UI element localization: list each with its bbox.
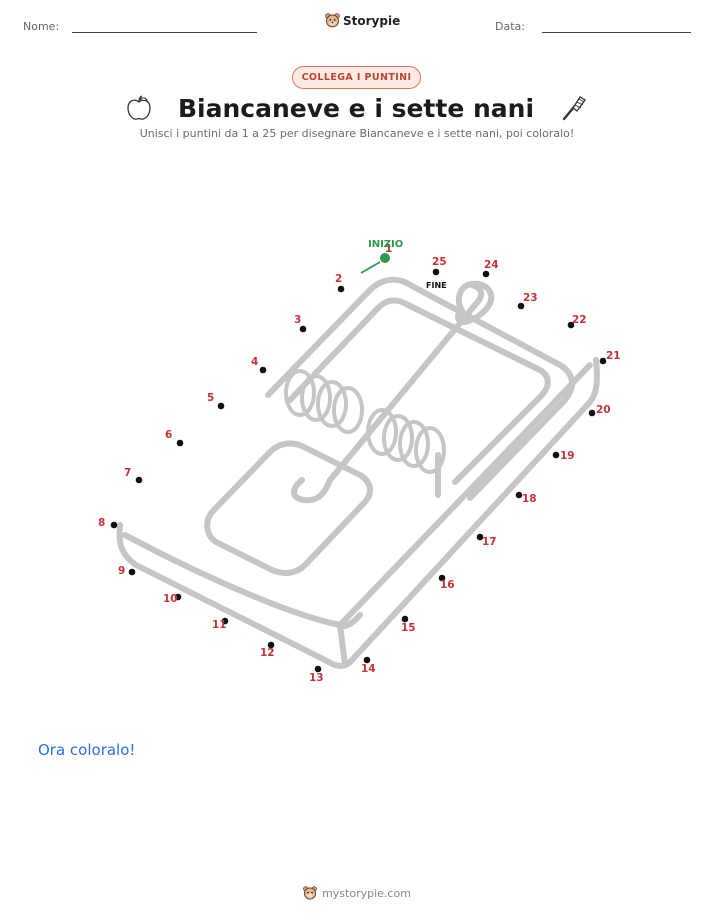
dot-number-label: 24 — [484, 259, 499, 271]
puzzle-dot — [174, 593, 182, 601]
brand-name: Storypie — [343, 14, 401, 28]
dot-number-label: 6 — [165, 429, 172, 441]
puzzle-dot — [299, 325, 307, 333]
brush-icon — [562, 96, 586, 121]
puzzle-dot — [599, 357, 607, 365]
page-title: Biancaneve e i sette nani — [177, 93, 535, 123]
date-label: Data: — [495, 20, 525, 33]
puzzle-dot — [363, 656, 371, 664]
dot-number-label: 3 — [294, 314, 301, 326]
dot-number-label: 11 — [212, 619, 227, 631]
dots-layer: 1234567891011121314151617181920212223242… — [98, 243, 621, 684]
dot-number-label: 15 — [401, 622, 416, 634]
dot-number-label: 1 — [385, 243, 392, 255]
puzzle-dot — [221, 617, 229, 625]
puzzle-dot — [567, 321, 575, 329]
mousetrap-drawing — [116, 276, 600, 669]
dot-number-label: 9 — [118, 565, 125, 577]
instructions: Unisci i puntini da 1 a 25 per disegnare… — [139, 127, 575, 140]
trap-base-corner — [337, 622, 348, 668]
dot-number-label: 25 — [432, 256, 447, 268]
bear-mascot-icon — [303, 886, 317, 900]
color-prompt: Ora coloralo! — [38, 741, 136, 759]
brand-logo: Storypie — [325, 13, 400, 29]
bear-mascot-icon — [325, 13, 340, 28]
puzzle-dot — [438, 574, 446, 582]
puzzle-dot — [176, 439, 184, 447]
trap-spring-left — [284, 369, 364, 434]
dot-number-label: 20 — [596, 404, 611, 416]
trap-front-corner — [337, 612, 363, 629]
date-field[interactable] — [542, 32, 691, 33]
dot-number-label: 4 — [251, 356, 258, 368]
dot-number-label: 17 — [482, 536, 497, 548]
name-field[interactable] — [72, 32, 257, 33]
trap-spring-right — [366, 408, 446, 474]
dot-number-label: 21 — [606, 350, 621, 362]
trap-bail-inner — [287, 297, 551, 485]
dot-number-label: 19 — [560, 450, 575, 462]
trap-top-edge — [122, 362, 593, 628]
dot-number-label: 22 — [572, 314, 587, 326]
trap-catch — [455, 280, 495, 326]
dot-number-label: 16 — [440, 579, 455, 591]
trap-base-edge — [116, 357, 600, 669]
dot-number-label: 23 — [523, 292, 538, 304]
puzzle-dot — [128, 568, 136, 576]
title-row: Biancaneve e i sette nani — [0, 90, 714, 126]
dot-number-label: 10 — [163, 593, 178, 605]
dot-number-label: 2 — [335, 273, 342, 285]
puzzle-dot — [515, 491, 523, 499]
dot-number-label: 14 — [361, 663, 376, 675]
end-label: FINE — [426, 281, 447, 290]
puzzle-dot — [110, 521, 118, 529]
activity-badge: COLLEGA I PUNTINI — [292, 66, 421, 89]
dot-number-label: 18 — [522, 493, 537, 505]
start-pointer — [360, 261, 381, 274]
dot-number-label: 8 — [98, 517, 105, 529]
puzzle-dot — [314, 665, 322, 673]
puzzle-dot — [380, 253, 390, 263]
puzzle-dot — [476, 533, 484, 541]
dot-number-label: 13 — [309, 672, 324, 684]
puzzle-dot — [267, 641, 275, 649]
dot-number-label: 5 — [207, 392, 214, 404]
name-label: Nome: — [23, 20, 60, 33]
puzzle-dot — [337, 285, 345, 293]
trap-bail-outer — [265, 276, 575, 501]
puzzle-dot — [217, 402, 225, 410]
puzzle-dot — [259, 366, 267, 374]
puzzle-dot — [135, 476, 143, 484]
puzzle-dot — [432, 268, 440, 276]
trap-lever — [291, 282, 485, 504]
puzzle-dot — [552, 451, 560, 459]
apple-icon — [127, 95, 151, 120]
start-label: INIZIO — [368, 239, 403, 250]
puzzle-dot — [588, 409, 596, 417]
puzzle-dot — [482, 270, 490, 278]
trap-bait-pad — [204, 440, 373, 576]
footer-site: mystorypie.com — [322, 887, 411, 900]
dot-number-label: 7 — [124, 467, 131, 479]
puzzle-dot — [517, 302, 525, 310]
dot-number-label: 12 — [260, 647, 275, 659]
footer: mystorypie.com — [0, 886, 714, 901]
puzzle-dot — [401, 615, 409, 623]
